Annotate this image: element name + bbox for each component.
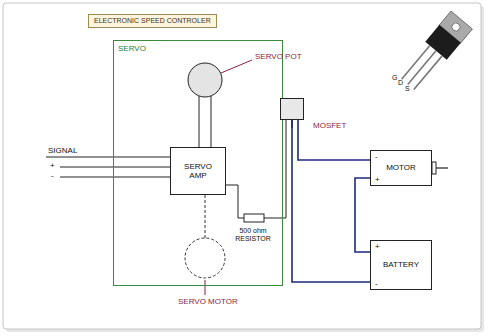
mosfet-box: MOSFET (280, 98, 304, 120)
signal-wire (46, 157, 170, 158)
wire (226, 120, 286, 218)
part-label: SERVO MOTOR (178, 298, 238, 307)
part-label: SERVO POT (255, 53, 302, 62)
pin-name: S (405, 85, 410, 93)
node-text: - (375, 152, 378, 161)
leader-line (205, 280, 206, 295)
servo-housing: SERVO SERVO AMP (113, 40, 283, 286)
pin-name: G (392, 74, 397, 82)
signal-wire (60, 167, 170, 168)
motor-shaft (436, 167, 448, 168)
motor-link (205, 195, 206, 238)
node-text: SERVO (118, 44, 146, 53)
node-text: MOTOR (386, 163, 416, 172)
pin-sign: + (50, 162, 55, 171)
node-text: - (375, 279, 378, 288)
signal-label: SIGNAL (48, 147, 77, 156)
motor-bearing (432, 162, 436, 174)
motor-box: -MOTOR + (370, 150, 432, 186)
title-box: ELECTRONIC SPEED CONTROLER (88, 14, 217, 28)
signal-wire (60, 177, 170, 178)
frame (3, 3, 481, 329)
node-text: ELECTRONIC SPEED CONTROLER (94, 17, 211, 25)
node-text: MOSFET (313, 121, 346, 130)
node-text: + (375, 242, 380, 251)
wire (292, 120, 370, 282)
pot-wire (211, 96, 212, 147)
amplifier-box: SERVO AMP (170, 147, 226, 195)
part-label: 500 ohm RESISTOR (228, 227, 278, 242)
node-text: BATTERY (383, 260, 419, 269)
mosfet-photo (397, 11, 472, 93)
battery-box: +BATTERY - (370, 240, 432, 290)
pin-sign: - (51, 172, 54, 181)
node-text: SERVO AMP (176, 162, 220, 180)
resistor-symbol (244, 214, 264, 222)
node-text: + (375, 175, 380, 184)
leader-line (221, 60, 252, 73)
wire (355, 178, 370, 252)
pin-name: D (398, 79, 403, 87)
servo-motor-symbol (185, 238, 225, 278)
potentiometer (188, 63, 222, 97)
pot-wire (199, 96, 200, 147)
wire (298, 120, 370, 160)
